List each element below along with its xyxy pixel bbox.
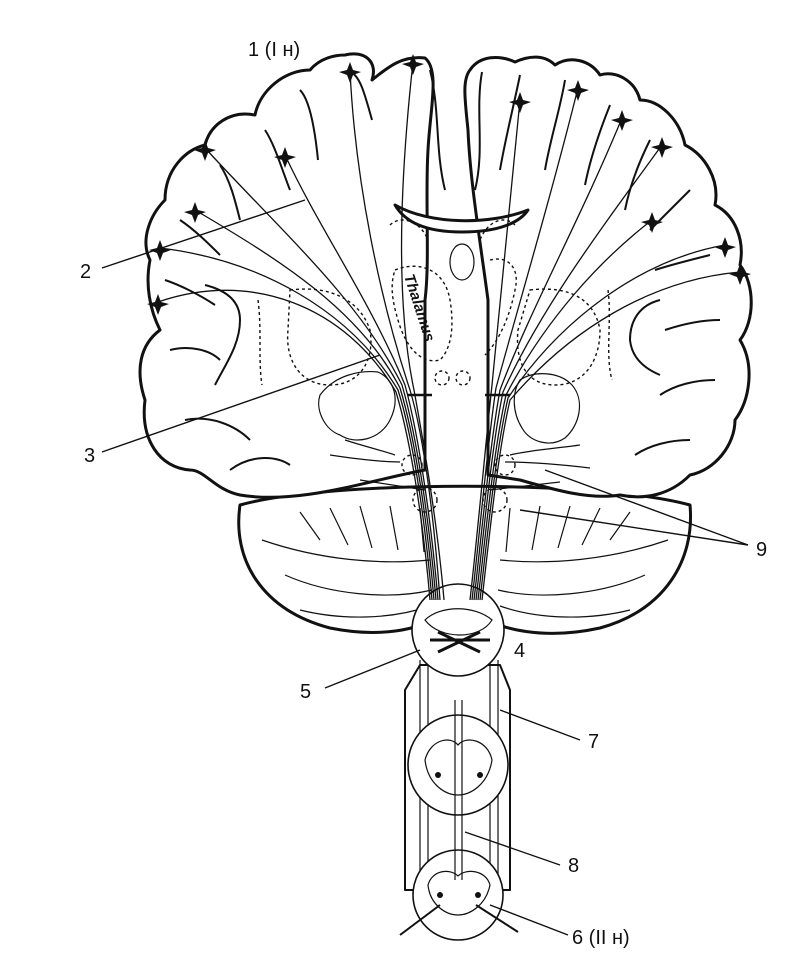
lumbar-cord-section — [412, 849, 504, 941]
left-corticospinal-fibers — [157, 61, 445, 601]
label-7: 7 — [588, 731, 599, 753]
leader-lines — [101, 199, 749, 936]
label-5: 5 — [300, 681, 311, 703]
label-8: 8 — [568, 855, 579, 877]
label-6: 6 (II н) — [572, 927, 630, 949]
label-9: 9 — [756, 539, 767, 561]
label-2: 2 — [80, 261, 91, 283]
label-4: 4 — [514, 640, 525, 662]
pyramidal-cell-bodies — [147, 54, 751, 315]
right-corticospinal-fibers — [469, 87, 741, 601]
brainstem-and-spinal-cord — [399, 583, 519, 941]
cervical-cord-section — [407, 714, 509, 816]
medulla-cross-section — [411, 583, 505, 677]
labels: 1 (I н) 2 3 4 5 6 (II н) 7 8 9 — [80, 39, 767, 949]
label-1: 1 (I н) — [248, 39, 300, 61]
right-hemisphere — [463, 55, 753, 513]
label-3: 3 — [84, 445, 95, 467]
left-hemisphere — [138, 52, 438, 513]
